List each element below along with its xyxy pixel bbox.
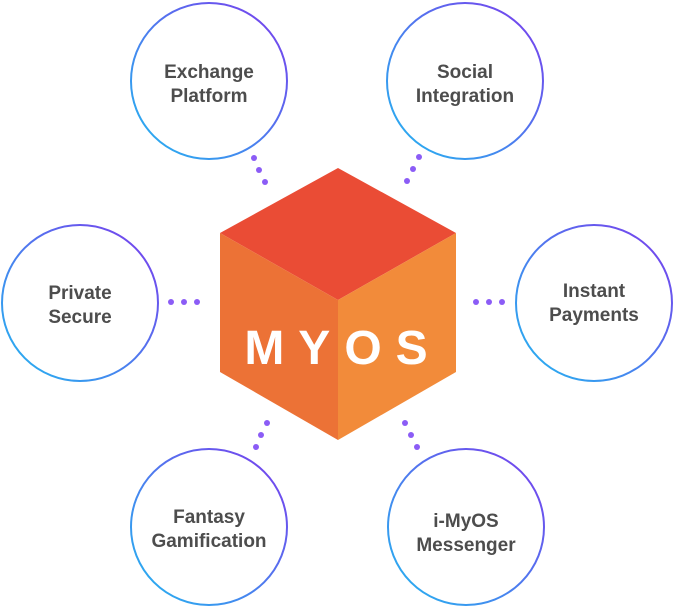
- connector-dot: [194, 299, 200, 305]
- node-ring: [386, 2, 544, 160]
- connector-instant: [473, 299, 505, 305]
- node-private-secure: Private Secure: [1, 224, 159, 382]
- myos-cube: MYOS: [220, 168, 456, 440]
- connector-dot: [253, 444, 259, 450]
- node-ring: [387, 448, 545, 606]
- connector-dot: [251, 155, 257, 161]
- node-label-line1: Exchange: [164, 62, 254, 83]
- node-instant-payments: Instant Payments: [515, 224, 673, 382]
- connector-fantasy: [253, 420, 270, 450]
- connector-imyos: [402, 420, 420, 450]
- connector-dot: [486, 299, 492, 305]
- connector-dot: [404, 178, 410, 184]
- node-exchange-platform: Exchange Platform: [130, 2, 288, 160]
- cube-label: MYOS: [244, 322, 441, 375]
- connector-dot: [168, 299, 174, 305]
- connector-dot: [410, 166, 416, 172]
- connector-dot: [181, 299, 187, 305]
- node-ring: [1, 224, 159, 382]
- connector-dot: [402, 420, 408, 426]
- node-label-line1: Instant: [563, 281, 626, 302]
- cube-right-face: [338, 233, 456, 440]
- connector-private: [168, 299, 200, 305]
- node-fantasy-gamification: Fantasy Gamification: [130, 448, 288, 606]
- node-label-line1: Social: [437, 62, 493, 83]
- node-label-line1: Private: [48, 283, 111, 304]
- node-label-line1: i-MyOS: [433, 511, 498, 532]
- node-label-line2: Messenger: [416, 535, 516, 556]
- cube-left-face: [220, 233, 338, 440]
- connector-dot: [408, 432, 414, 438]
- connector-dot: [264, 420, 270, 426]
- connector-dot: [256, 167, 262, 173]
- connector-dot: [473, 299, 479, 305]
- connector-dot: [416, 154, 422, 160]
- node-social-integration: Social Integration: [386, 2, 544, 160]
- node-label-line2: Secure: [48, 307, 111, 328]
- connector-dot: [258, 432, 264, 438]
- node-ring: [130, 448, 288, 606]
- connector-dot: [499, 299, 505, 305]
- connector-social: [404, 154, 422, 184]
- node-ring: [130, 2, 288, 160]
- node-label-line1: Fantasy: [173, 507, 245, 528]
- node-imyos-messenger: i-MyOS Messenger: [387, 448, 545, 606]
- node-label-line2: Payments: [549, 305, 639, 326]
- node-ring: [515, 224, 673, 382]
- cube-top-face: [220, 168, 456, 300]
- node-label-line2: Gamification: [151, 531, 266, 552]
- connector-dot: [262, 179, 268, 185]
- node-label-line2: Integration: [416, 86, 514, 107]
- connector-dot: [414, 444, 420, 450]
- node-label-line2: Platform: [170, 86, 247, 107]
- connector-exchange: [251, 155, 268, 185]
